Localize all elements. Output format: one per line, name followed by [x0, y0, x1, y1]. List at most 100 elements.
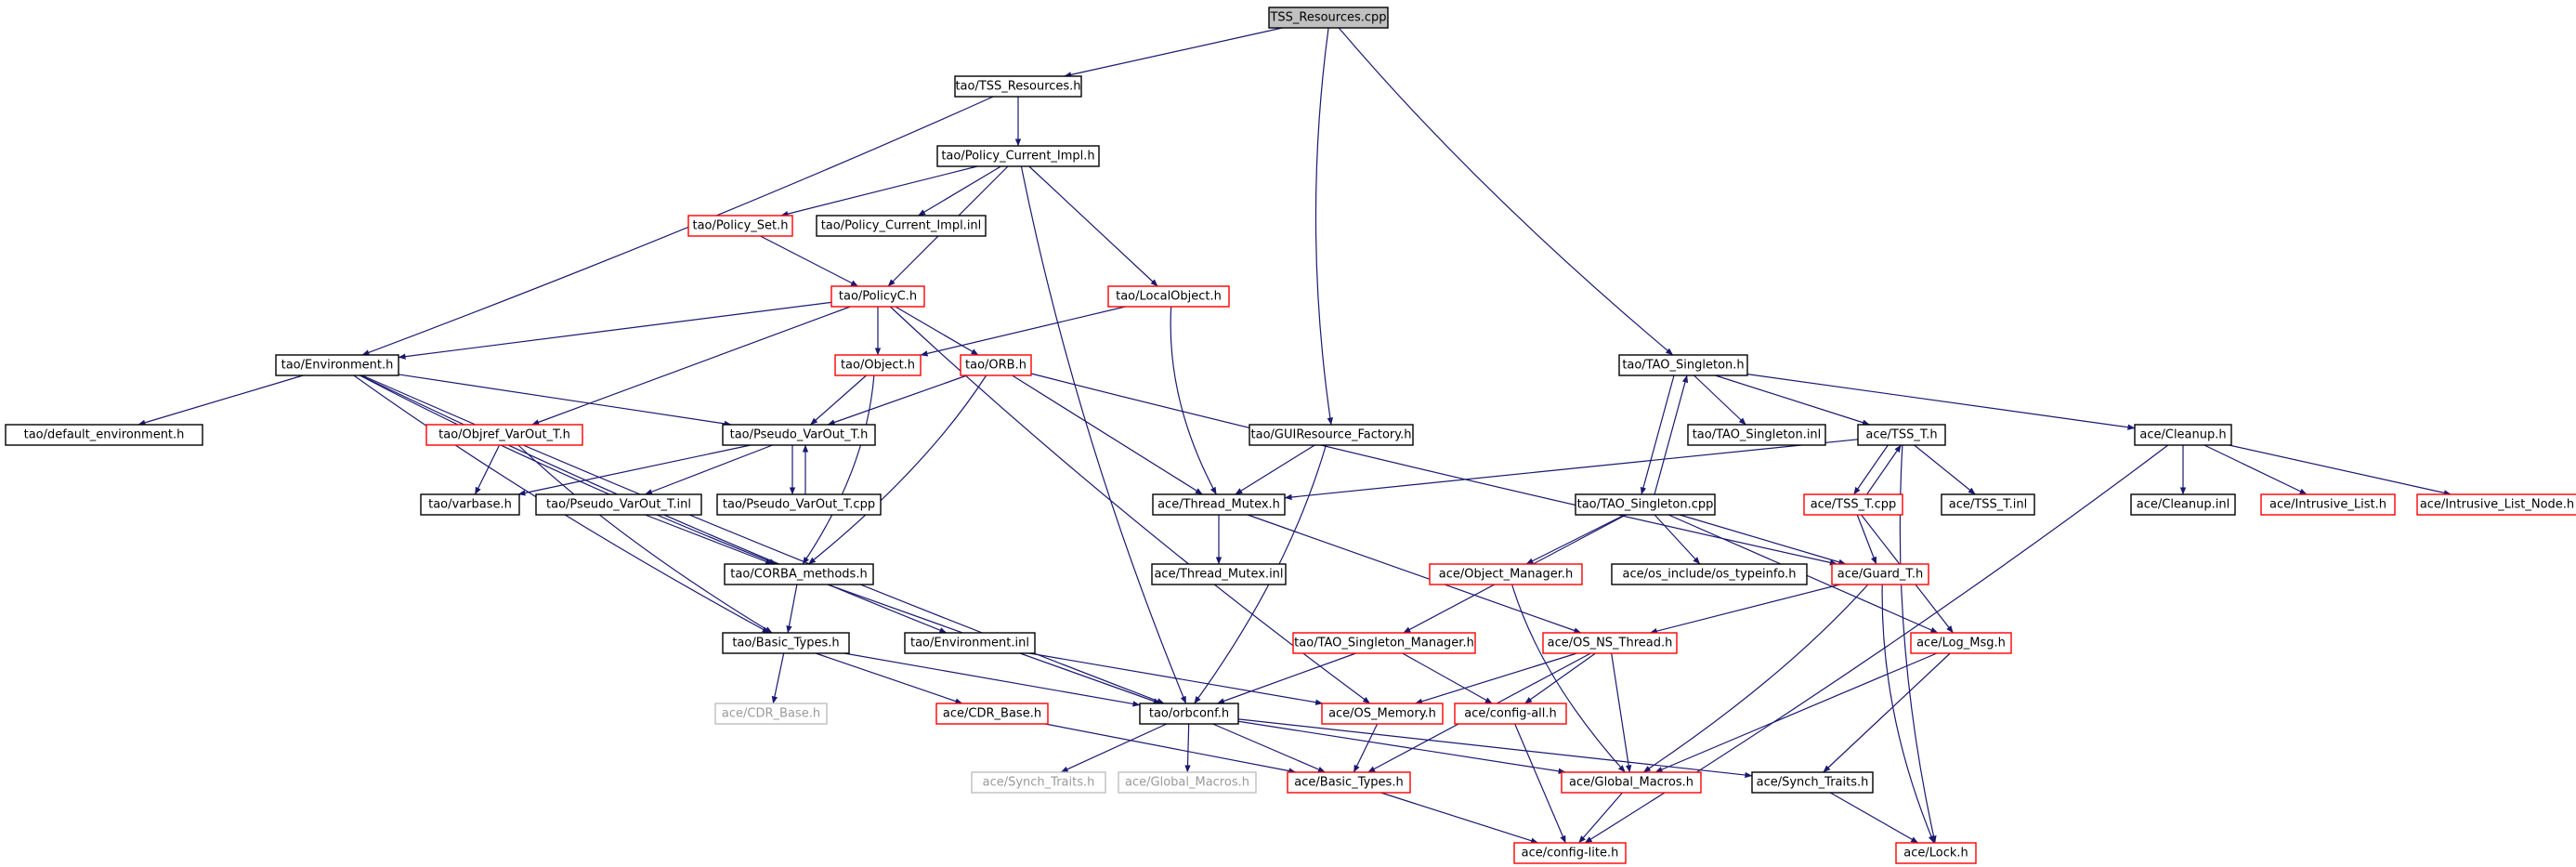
edge-tao_objref_varout_t_h-to-tao_varbase_h	[474, 444, 501, 495]
node-box	[5, 424, 203, 446]
node-box	[1561, 771, 1702, 794]
node-ace_os_ns_thread_h[interactable]: ace/OS_NS_Thread.h	[1542, 632, 1678, 654]
node-tao_orb_h[interactable]: tao/ORB.h	[960, 354, 1032, 376]
node-ace_global_macros_h_missing[interactable]: ace/Global_Macros.h	[1118, 771, 1257, 794]
node-ace_intrusive_list_h[interactable]: ace/Intrusive_List.h	[2260, 493, 2396, 516]
edge-ace_tss_t_h-to-ace_tss_t_cpp	[1853, 444, 1889, 495]
node-tao_tao_singleton_h[interactable]: tao/TAO_Singleton.h	[1618, 354, 1748, 376]
node-ace_cdr_base_h_missing[interactable]: ace/CDR_Base.h	[714, 703, 828, 725]
edge-tao_environment_h-to-tao_default_environment_h	[137, 374, 304, 426]
node-ace_basic_types_h[interactable]: ace/Basic_Types.h	[1287, 771, 1411, 794]
node-label: tao/Environment.h	[281, 359, 394, 373]
node-box	[1107, 285, 1230, 308]
node-ace_os_memory_h[interactable]: ace/OS_Memory.h	[1321, 703, 1444, 725]
node-ace_cleanup_h[interactable]: ace/Cleanup.h	[2134, 424, 2232, 446]
node-label: tao/TAO_Singleton.h	[1622, 359, 1744, 373]
node-label: tao/TAO_Singleton.cpp	[1577, 498, 1714, 512]
node-box	[1249, 424, 1414, 446]
edge-ace_tss_t_h-to-ace_thread_mutex_h	[1284, 439, 1859, 501]
node-ace_cleanup_inl[interactable]: ace/Cleanup.inl	[2130, 493, 2236, 516]
edge-tao_tao_singleton_h-to-ace_cleanup_h	[1746, 374, 2136, 430]
edge-tao_policy_current_impl_h-to-tao_policy_current_impl_inl	[918, 165, 1001, 217]
node-label: ace/Cleanup.h	[2139, 428, 2226, 442]
node-ace_tss_t_h[interactable]: ace/TSS_T.h	[1857, 424, 1946, 446]
edge-tao_orb_h-to-tao_pseudo_varout_t_h	[827, 374, 968, 426]
node-ace_object_manager_h[interactable]: ace/Object_Manager.h	[1429, 563, 1583, 585]
node-tao_policy_current_impl_inl[interactable]: tao/Policy_Current_Impl.inl	[816, 215, 987, 237]
node-ace_tss_t_cpp[interactable]: ace/TSS_T.cpp	[1803, 493, 1903, 516]
node-box	[714, 703, 828, 725]
node-ace_config_lite_h[interactable]: ace/config-lite.h	[1513, 842, 1627, 864]
node-tao_tao_singleton_cpp[interactable]: tao/TAO_Singleton.cpp	[1575, 493, 1716, 516]
node-tao_corba_methods_h[interactable]: tao/CORBA_methods.h	[724, 563, 874, 585]
node-ace_thread_mutex_inl[interactable]: ace/Thread_Mutex.inl	[1151, 563, 1287, 585]
node-tao_environment_h[interactable]: tao/Environment.h	[275, 354, 399, 376]
edge-tao_basic_types_h-to-ace_cdr_base_h	[815, 652, 963, 704]
edge-tao_pseudo_varout_t_h-to-tao_varbase_h	[517, 444, 752, 496]
edges	[137, 27, 2452, 844]
node-tao_tao_singleton_manager_h[interactable]: tao/TAO_Singleton_Manager.h	[1292, 632, 1476, 654]
node-box	[716, 493, 882, 516]
node-tao_environment_inl[interactable]: tao/Environment.inl	[904, 632, 1036, 654]
node-tao_policy_current_impl_h[interactable]: tao/Policy_Current_Impl.h	[936, 145, 1100, 167]
node-box	[275, 354, 399, 376]
node-ace_cdr_base_h[interactable]: ace/CDR_Base.h	[935, 703, 1049, 725]
node-ace_os_include_os_typeinfo_h[interactable]: ace/os_include/os_typeinfo.h	[1611, 563, 1808, 585]
node-tao_policyc_h[interactable]: tao/PolicyC.h	[830, 285, 925, 308]
node-tao_pseudo_varout_t_cpp[interactable]: tao/Pseudo_VarOut_T.cpp	[716, 493, 882, 516]
node-box	[1139, 703, 1239, 725]
node-label: ace/Global_Macros.h	[1125, 776, 1249, 790]
node-label: ace/CDR_Base.h	[943, 707, 1041, 721]
node-label: ace/Guard_T.h	[1837, 568, 1923, 582]
node-tao_default_environment_h[interactable]: tao/default_environment.h	[5, 424, 203, 446]
edge-tao_corba_methods_h-to-tao_basic_types_h	[786, 584, 798, 634]
node-label: tao/Basic_Types.h	[732, 637, 839, 650]
node-label: tao/Pseudo_VarOut_T.cpp	[723, 498, 875, 512]
node-ace_intrusive_list_node_h[interactable]: ace/Intrusive_List_Node.h	[2416, 493, 2576, 516]
node-ace_tss_t_inl[interactable]: ace/TSS_T.inl	[1941, 493, 2035, 516]
edge-tao_tao_singleton_cpp-to-tao_tao_singleton_h	[1654, 374, 1689, 495]
node-tao_pseudo_varout_t_h[interactable]: tao/Pseudo_VarOut_T.h	[722, 424, 876, 446]
node-tao_tss_resources_h[interactable]: tao/TSS_Resources.h	[954, 75, 1082, 98]
edge-ace_cleanup_h-to-ace_intrusive_list_node_h	[2229, 444, 2452, 496]
node-ace_guard_t_h[interactable]: ace/Guard_T.h	[1831, 563, 1929, 585]
node-box	[1857, 424, 1946, 446]
edge-tao_tao_singleton_h-to-tao_tao_singleton_inl	[1693, 374, 1746, 426]
node-tao_varbase_h[interactable]: tao/varbase.h	[420, 493, 520, 516]
node-ace_synch_traits_h_missing[interactable]: ace/Synch_Traits.h	[971, 771, 1106, 794]
node-tao_objref_varout_t_h[interactable]: tao/Objref_VarOut_T.h	[425, 424, 583, 446]
node-label: ace/Intrusive_List_Node.h	[2420, 498, 2574, 512]
edge-ace_os_ns_thread_h-to-ace_config_all_h	[1524, 652, 1596, 704]
edge-tao_environment_inl-to-ace_os_memory_h	[1029, 652, 1324, 705]
node-label: ace/OS_Memory.h	[1328, 707, 1436, 721]
node-tao_basic_types_h[interactable]: tao/Basic_Types.h	[722, 632, 850, 654]
node-label: tao/ORB.h	[965, 359, 1026, 373]
node-ace_synch_traits_h[interactable]: ace/Synch_Traits.h	[1751, 771, 1874, 794]
node-ace_lock_h[interactable]: ace/Lock.h	[1895, 842, 1977, 864]
node-label: ace/Intrusive_List.h	[2269, 498, 2386, 512]
node-tss_resources_cpp[interactable]: TSS_Resources.cpp	[1268, 7, 1389, 29]
node-tao_object_h[interactable]: tao/Object.h	[834, 354, 922, 376]
edge-ace_log_msg_h-to-ace_global_macros_h	[1654, 652, 1938, 773]
node-tao_policy_set_h[interactable]: tao/Policy_Set.h	[687, 215, 793, 237]
node-ace_config_all_h[interactable]: ace/config-all.h	[1454, 703, 1567, 725]
node-ace_log_msg_h[interactable]: ace/Log_Msg.h	[1910, 632, 2012, 654]
edge-tao_pseudo_varout_t_h-to-tao_pseudo_varout_t_inl	[645, 444, 773, 495]
node-box	[535, 493, 702, 516]
node-tao_localobject_h[interactable]: tao/LocalObject.h	[1107, 285, 1230, 308]
edge-tao_tao_singleton_cpp-to-ace_os_include_os_typeinfo_h	[1654, 514, 1701, 565]
node-tao_pseudo_varout_t_inl[interactable]: tao/Pseudo_VarOut_T.inl	[535, 493, 702, 516]
edge-tao_tao_singleton_cpp-to-ace_guard_t_h	[1679, 514, 1847, 565]
node-tao_tao_singleton_inl[interactable]: tao/TAO_Singleton.inl	[1687, 424, 1826, 446]
node-ace_global_macros_h[interactable]: ace/Global_Macros.h	[1561, 771, 1702, 794]
node-box	[2130, 493, 2236, 516]
edge-tao_tao_singleton_h-to-ace_tss_t_h	[1715, 374, 1870, 426]
node-ace_thread_mutex_h[interactable]: ace/Thread_Mutex.h	[1152, 493, 1286, 516]
node-label: tao/Object.h	[841, 359, 915, 373]
node-tao_guiresource_factory_h[interactable]: tao/GUIResource_Factory.h	[1249, 424, 1414, 446]
edge-tao_object_h-to-tao_corba_methods_h	[802, 374, 875, 565]
node-label: TSS_Resources.cpp	[1269, 11, 1386, 25]
node-label: ace/config-lite.h	[1522, 847, 1619, 860]
node-tao_orbconf_h[interactable]: tao/orbconf.h	[1139, 703, 1239, 725]
edge-tao_environment_h-to-tao_orbconf_h	[361, 374, 1165, 704]
